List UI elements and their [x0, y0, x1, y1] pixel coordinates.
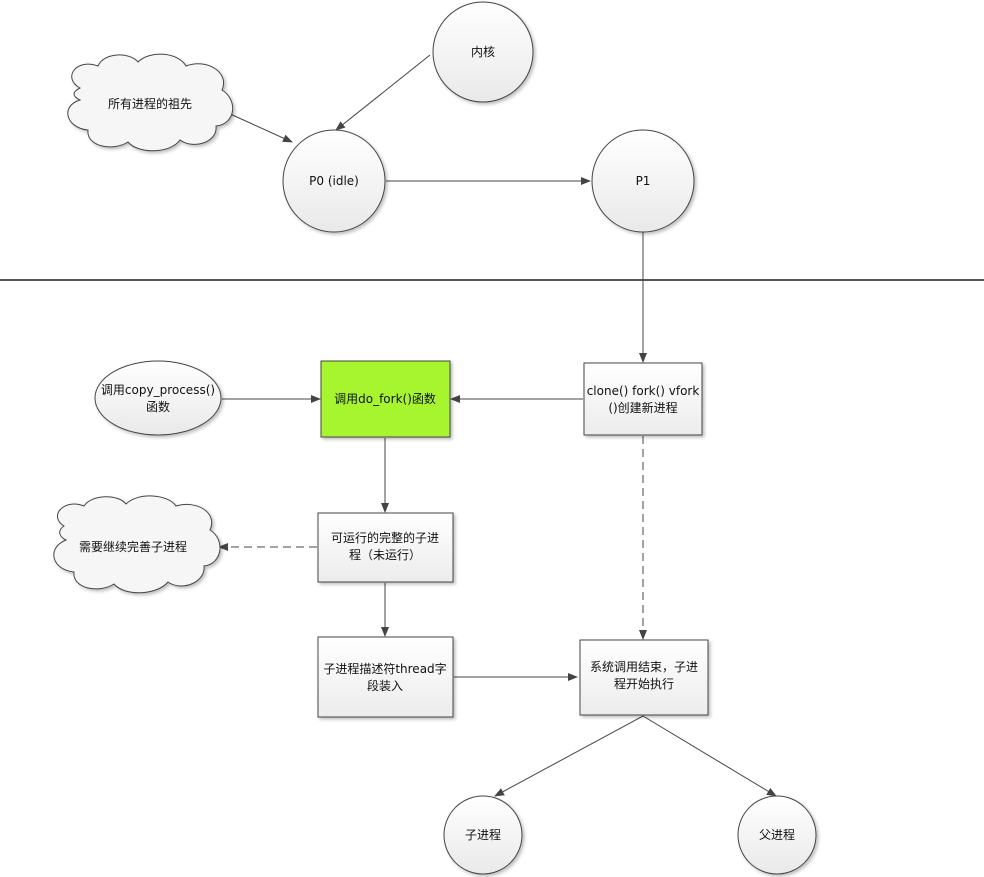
copy-process-label-line1: 调用copy_process(): [101, 383, 215, 397]
parent-circle: [737, 795, 817, 875]
copy-process-ellipse: [94, 360, 222, 436]
node-parent: 父进程: [737, 795, 817, 875]
do-fork-box: [320, 360, 451, 438]
edge-kernel-to-p0: [335, 54, 431, 131]
edge-syscall-to-parent: [642, 715, 777, 797]
node-p1: P1: [591, 129, 695, 233]
node-clone: clone() fork() vfork ()创建新进程: [583, 362, 703, 436]
ancestor-cloud-shape: [67, 53, 233, 152]
copy-process-label-line2: 函数: [146, 399, 170, 414]
node-copy-process: 调用copy_process() 函数: [94, 360, 222, 436]
node-child: 子进程: [443, 795, 523, 875]
edge-ancestor-to-p0: [227, 112, 293, 143]
ancestor-label: 所有进程的祖先: [108, 96, 192, 111]
node-runnable: 可运行的完整的子进 程（未运行）: [317, 512, 454, 583]
clone-label-line2: ()创建新进程: [608, 400, 677, 415]
node-needs-completion-cloud: 需要继续完善子进程: [53, 495, 221, 594]
child-circle: [443, 795, 523, 875]
thread-desc-box: [317, 636, 454, 718]
needs-completion-cloud-shape: [53, 495, 221, 594]
syscall-end-box: [579, 639, 709, 716]
do-fork-label: 调用do_fork()函数: [334, 391, 436, 406]
node-ancestor-cloud: 所有进程的祖先: [67, 53, 233, 152]
kernel-circle: [432, 1, 534, 103]
runnable-label-line2: 程（未运行）: [349, 547, 421, 562]
node-kernel: 内核: [432, 1, 534, 103]
thread-desc-label-line1: 子进程描述符thread字: [323, 661, 446, 676]
p1-circle: [591, 129, 695, 233]
edges: [218, 54, 777, 797]
syscall-end-label-line1: 系统调用结束，子进: [590, 660, 698, 674]
thread-desc-label-line2: 段装入: [367, 678, 403, 693]
clone-box: [583, 362, 703, 436]
needs-completion-label: 需要继续完善子进程: [79, 539, 187, 554]
syscall-end-label-line2: 程开始执行: [614, 676, 674, 691]
p0-circle: [282, 129, 386, 233]
edge-syscall-to-child: [494, 715, 644, 797]
runnable-box: [317, 512, 454, 583]
runnable-label-line1: 可运行的完整的子进: [331, 530, 439, 545]
clone-label-line1: clone() fork() vfork: [587, 384, 700, 398]
p0-label: P0 (idle): [309, 174, 359, 188]
node-syscall-end: 系统调用结束，子进 程开始执行: [579, 639, 709, 716]
child-label: 子进程: [465, 827, 501, 842]
p1-label: P1: [636, 174, 651, 188]
parent-label: 父进程: [759, 827, 795, 842]
node-do-fork: 调用do_fork()函数: [320, 360, 451, 438]
node-p0: P0 (idle): [282, 129, 386, 233]
node-thread-desc: 子进程描述符thread字 段装入: [317, 636, 454, 718]
kernel-label: 内核: [471, 45, 495, 59]
